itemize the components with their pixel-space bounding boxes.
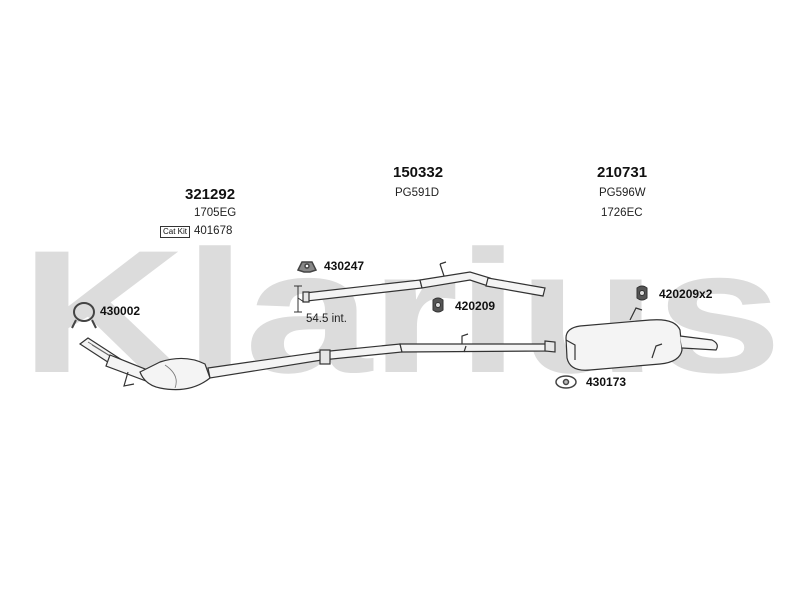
mount-420209x2-icon bbox=[636, 285, 648, 301]
part-number-catalyst: 321292 bbox=[185, 186, 236, 203]
oe-code-2-rear-silencer: 1726EC bbox=[601, 207, 643, 219]
part-number-middle-pipe: 150332 bbox=[393, 164, 444, 181]
clamp-430247-icon bbox=[296, 261, 318, 273]
cat-kit-number: 401678 bbox=[194, 225, 233, 237]
oe-code-middle-pipe: PG591D bbox=[395, 187, 440, 199]
mount-420209-icon bbox=[432, 297, 444, 313]
fitting-430002-label: 430002 bbox=[100, 304, 141, 318]
cat-kit-label: Cat Kit bbox=[160, 226, 191, 238]
pipe-dimension-label: 54.5 int. bbox=[306, 313, 347, 325]
oe-code-catalyst: 1705EG bbox=[194, 207, 237, 219]
fitting-420209x2-label: 420209x2 bbox=[659, 287, 713, 301]
rear-silencer bbox=[565, 307, 718, 371]
pipe-dimension-marker bbox=[294, 285, 305, 313]
clamp-430002-icon bbox=[71, 302, 97, 329]
catalytic-converter bbox=[139, 357, 211, 391]
middle-pipe bbox=[302, 261, 546, 303]
oe-code-rear-silencer: PG596W bbox=[599, 187, 646, 199]
catalyst-assembly bbox=[78, 333, 556, 391]
clamp-430173-icon bbox=[555, 375, 577, 389]
fitting-430247-label: 430247 bbox=[324, 259, 365, 273]
part-number-rear-silencer: 210731 bbox=[597, 164, 648, 181]
fitting-430173-label: 430173 bbox=[586, 375, 627, 389]
fitting-420209-label: 420209 bbox=[455, 299, 496, 313]
pipe-joint bbox=[319, 349, 331, 365]
